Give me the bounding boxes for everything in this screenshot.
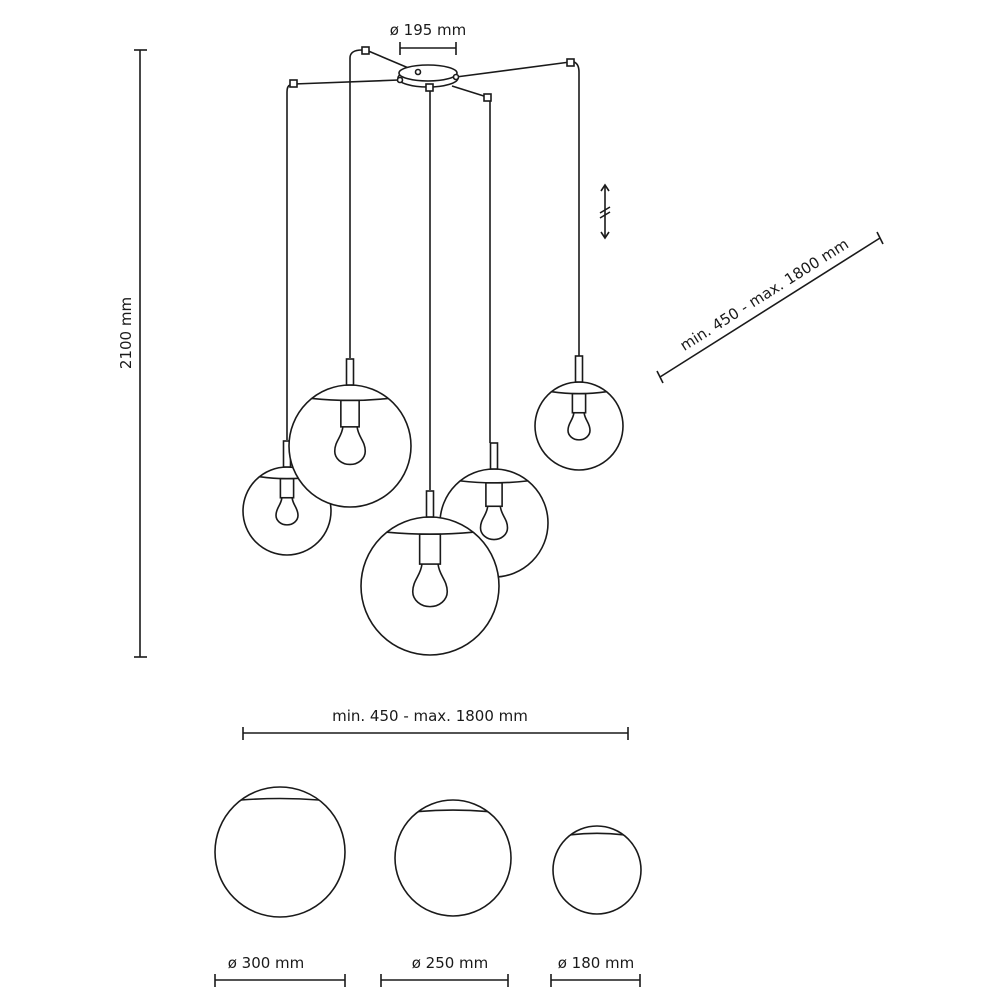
lamp-socket bbox=[571, 392, 587, 414]
lamp-socket bbox=[485, 482, 503, 508]
pendant-globe bbox=[534, 355, 624, 471]
canopy-diameter-label: ø 195 mm bbox=[390, 21, 467, 39]
globe-250-label: ø 250 mm bbox=[412, 954, 489, 972]
spread-width-dimension-line bbox=[242, 727, 629, 740]
globe-size-drawing bbox=[214, 786, 346, 987]
cable-length-label: min. 450 - max. 1800 mm bbox=[677, 235, 852, 355]
lamp-socket bbox=[418, 533, 442, 565]
cable-hooks bbox=[289, 46, 575, 102]
lamp-socket bbox=[340, 399, 360, 428]
spread-width-label: min. 450 - max. 1800 mm bbox=[332, 707, 528, 725]
socket-stem bbox=[574, 355, 584, 383]
pendant-globe bbox=[360, 490, 500, 656]
bulb-icon bbox=[411, 563, 449, 608]
adjustable-length-arrows-icon bbox=[599, 183, 611, 240]
lamp-socket bbox=[279, 477, 295, 499]
cable-length-dimension-line bbox=[656, 231, 884, 384]
globe-size-drawing bbox=[380, 799, 512, 987]
socket-stem bbox=[425, 490, 435, 518]
socket-stem bbox=[345, 358, 355, 386]
pendant-globe bbox=[288, 358, 412, 508]
canopy-dimension-line bbox=[399, 42, 457, 55]
bulb-icon bbox=[567, 412, 591, 441]
socket-stem bbox=[489, 442, 499, 470]
globe-300-label: ø 300 mm bbox=[228, 954, 305, 972]
pendant-globes bbox=[242, 355, 624, 656]
globe-180-label: ø 180 mm bbox=[558, 954, 635, 972]
height-label: 2100 mm bbox=[117, 297, 135, 369]
bulb-icon bbox=[333, 426, 367, 466]
globe-sizes bbox=[214, 786, 642, 987]
canopy bbox=[396, 64, 460, 88]
height-dimension-line bbox=[134, 49, 147, 658]
bulb-icon bbox=[479, 506, 509, 541]
globe-size-drawing bbox=[550, 825, 642, 987]
bulb-icon bbox=[275, 497, 299, 526]
